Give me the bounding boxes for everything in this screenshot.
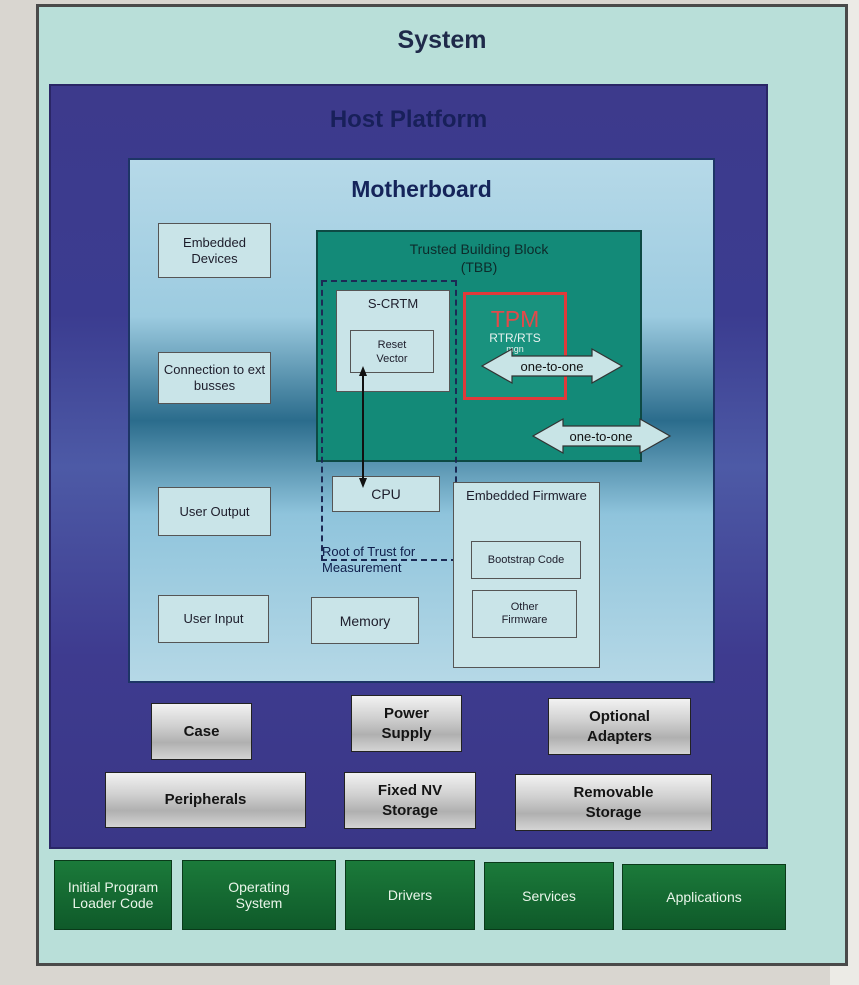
- motherboard-title: Motherboard: [351, 176, 492, 202]
- tpm-title: TPM: [490, 306, 540, 332]
- removable-storage-box: Removable Storage: [515, 774, 712, 831]
- initial-program-loader-box: Initial Program Loader Code: [54, 860, 172, 930]
- cpu-box: CPU: [332, 476, 440, 512]
- tpm-sub-line2: mgn: [506, 344, 524, 354]
- embedded-firmware-title: Embedded Firmware: [466, 488, 587, 503]
- one-to-one-arrow-1: [480, 347, 624, 385]
- arrow-label-2: one-to-one: [569, 429, 633, 444]
- connection-ext-busses-box: Connection to ext busses: [158, 352, 271, 404]
- tpm-box: [463, 292, 567, 400]
- embedded-devices-box: Embedded Devices: [158, 223, 271, 278]
- tbb-title: Trusted Building Block (TBB): [316, 240, 642, 276]
- fixed-nv-storage-box: Fixed NV Storage: [344, 772, 476, 829]
- tpm-subtitle: RTR/RTS mgn: [463, 332, 567, 354]
- power-supply-box: Power Supply: [351, 695, 462, 752]
- drivers-box: Drivers: [345, 860, 475, 930]
- applications-box: Applications: [622, 864, 786, 930]
- one-to-one-arrow-2: [531, 417, 672, 455]
- tpm-sub-line: RTR/RTS: [489, 331, 541, 345]
- scrtm-label: S-CRTM: [367, 296, 419, 311]
- rtm-dashed-region: [321, 280, 457, 561]
- operating-system-box: Operating System: [182, 860, 336, 930]
- case-box: Case: [151, 703, 252, 760]
- reset-cpu-arrow: [359, 366, 367, 488]
- optional-adapters-box: Optional Adapters: [548, 698, 691, 755]
- user-output-box: User Output: [158, 487, 271, 536]
- user-input-box: User Input: [158, 595, 269, 643]
- tbb-abbr: (TBB): [460, 259, 498, 275]
- services-box: Services: [484, 862, 614, 930]
- peripherals-box: Peripherals: [105, 772, 306, 828]
- host-platform-title: Host Platform: [329, 106, 488, 133]
- tbb-title-line: Trusted Building Block: [409, 241, 549, 257]
- arrow-label-1: one-to-one: [520, 359, 584, 374]
- rtm-label: Root of Trust for Measurement: [322, 544, 416, 575]
- memory-box: Memory: [311, 597, 419, 644]
- reset-vector-box: Reset Vector: [350, 330, 434, 373]
- system-title: System: [397, 26, 487, 54]
- other-firmware-box: Other Firmware: [472, 590, 577, 638]
- bootstrap-code-box: Bootstrap Code: [471, 541, 581, 579]
